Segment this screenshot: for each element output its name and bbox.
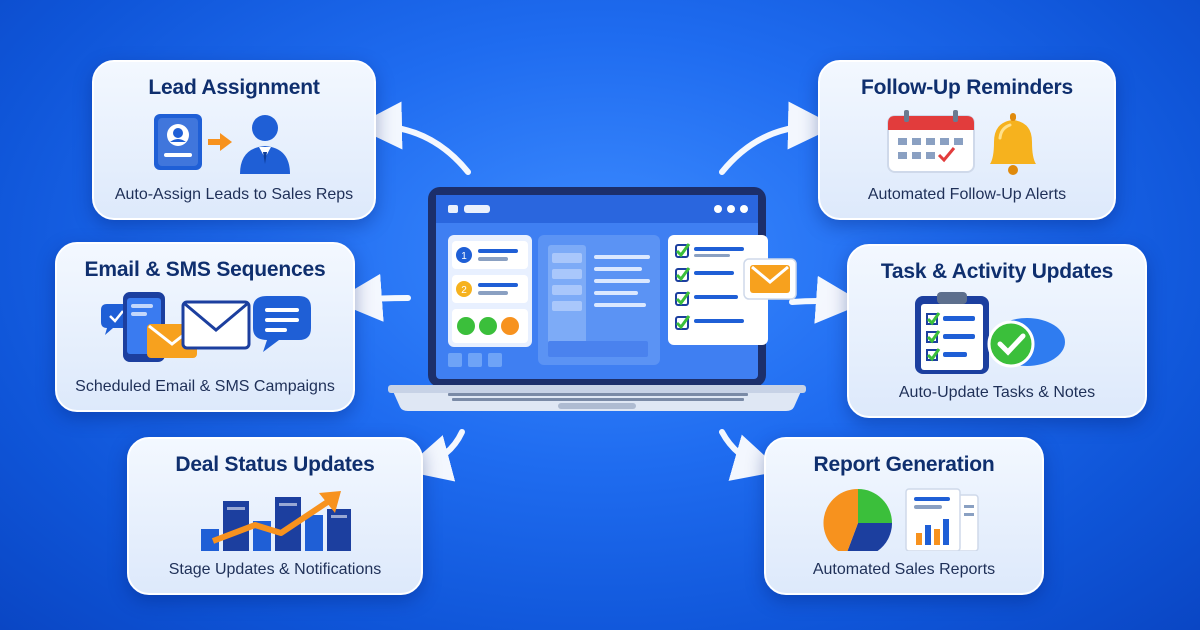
card-title: Email & SMS Sequences <box>84 258 326 281</box>
card-report-generation[interactable]: Report Generation Automated <box>764 437 1044 595</box>
arrow-right-icon <box>208 133 232 151</box>
card-caption: Automated Sales Reports <box>812 561 996 578</box>
card-caption: Stage Updates & Notifications <box>168 561 382 578</box>
card-title: Lead Assignment <box>148 76 320 99</box>
card-caption: Auto-Assign Leads to Sales Reps <box>114 186 354 203</box>
dashboard-content-panel <box>538 235 660 365</box>
list-badge-1: 1 <box>461 251 467 262</box>
card-caption: Auto-Update Tasks & Notes <box>898 384 1096 401</box>
arrow-to-deal-status <box>402 429 465 482</box>
card-task-activity-updates[interactable]: Task & Activity Updates <box>847 244 1147 418</box>
clipboard-icon <box>915 292 989 374</box>
sales-rep-icon <box>240 115 290 174</box>
laptop-dashboard: 1 2 <box>388 187 806 411</box>
dashboard-list-panel: 1 2 <box>448 235 532 367</box>
list-badge-2: 2 <box>461 285 467 296</box>
task-updates-illustration <box>915 292 1065 374</box>
card-email-sms-sequences[interactable]: Email & SMS Sequences <box>55 242 355 412</box>
card-deal-status-updates[interactable]: Deal Status Updates Stage Updates & Noti… <box>127 437 423 595</box>
email-envelope-icon <box>181 300 251 350</box>
trend-arrow-icon <box>211 491 341 544</box>
dashboard-checklist-panel <box>668 235 768 345</box>
calendar-icon <box>887 110 975 173</box>
card-follow-up-reminders[interactable]: Follow-Up Reminders Automated Fol <box>818 60 1116 220</box>
card-caption: Automated Follow-Up Alerts <box>867 186 1067 203</box>
bell-icon <box>990 113 1036 175</box>
card-title: Follow-Up Reminders <box>860 76 1074 99</box>
laptop-base <box>388 385 806 411</box>
report-document-icon <box>905 488 979 551</box>
lead-assignment-illustration <box>154 114 290 174</box>
arrow-to-lead-assignment <box>354 101 471 175</box>
green-check-circle-icon <box>987 320 1035 368</box>
contact-card-icon <box>154 114 202 170</box>
report-generation-illustration <box>823 488 979 551</box>
card-title: Report Generation <box>813 453 995 476</box>
card-title: Task & Activity Updates <box>880 260 1114 283</box>
chat-bubble-icon <box>253 296 311 352</box>
arrow-to-follow-up <box>719 101 836 175</box>
card-title: Deal Status Updates <box>175 453 375 476</box>
check-item <box>926 312 975 326</box>
arrow-to-report-generation <box>719 429 782 481</box>
follow-up-illustration <box>887 110 1036 175</box>
check-item <box>926 330 975 344</box>
deal-status-illustration <box>201 491 351 551</box>
card-caption: Scheduled Email & SMS Campaigns <box>75 378 335 395</box>
pie-chart-icon <box>823 488 893 551</box>
bar-chart-icon <box>201 497 351 551</box>
arrow-to-task-updates <box>789 275 864 324</box>
check-item <box>926 348 967 362</box>
arrow-to-email-sms <box>334 273 411 322</box>
email-sms-illustration <box>101 292 311 362</box>
card-lead-assignment[interactable]: Lead Assignment Auto-Assign Lead <box>92 60 376 220</box>
dashboard-email-icon <box>743 258 797 300</box>
